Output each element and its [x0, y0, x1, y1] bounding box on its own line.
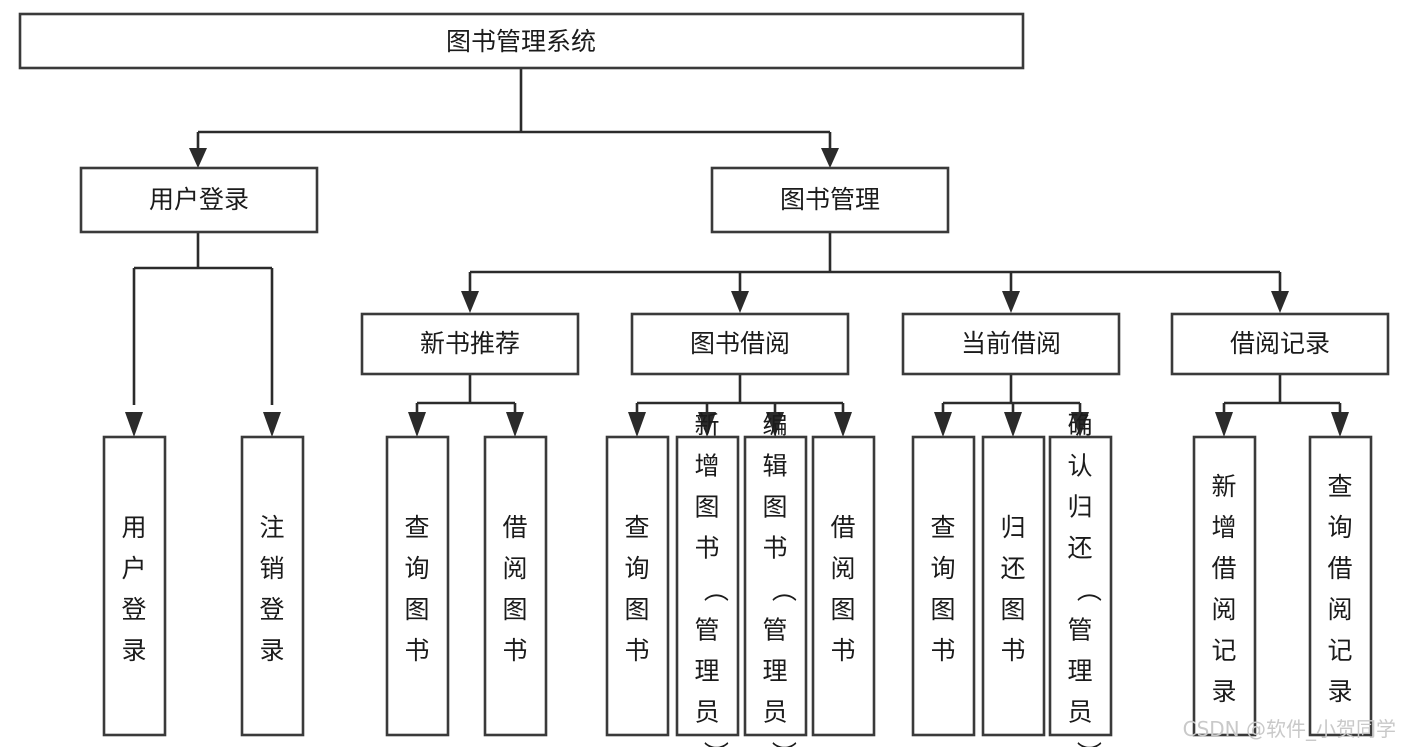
borrow-record-label: 借阅记录 [1230, 329, 1330, 358]
leaf-query-book-b-box[interactable] [605, 435, 670, 737]
leaf-borrow-book-b-box[interactable] [811, 435, 876, 737]
connector-book-management-branch [468, 232, 1282, 295]
leaf-borrow-book-b-label: 借阅图书 [830, 513, 855, 665]
svg-text:（: （ [1074, 577, 1103, 602]
arrow-to-current-borrow [1002, 291, 1020, 313]
arrow-to-query-book-b [628, 412, 646, 437]
leaf-logout[interactable]: 注销登录 [240, 435, 305, 737]
user-login-label: 用户登录 [149, 185, 249, 214]
arrow-to-return-book [1004, 412, 1022, 437]
leaf-borrow-book-a-box[interactable] [483, 435, 548, 737]
leaf-query-book-a[interactable]: 查询图书 [385, 435, 450, 737]
connector-root-trunk [196, 68, 832, 155]
arrow-to-borrow-record [1271, 291, 1289, 313]
svg-text:）: ） [1074, 741, 1103, 747]
leaf-query-book-a-box[interactable] [385, 435, 450, 737]
leaf-query-book-b-label: 查询图书 [624, 513, 649, 665]
arrow-to-confirm-return [1071, 412, 1089, 437]
new-book-recommend-label: 新书推荐 [420, 329, 520, 358]
arrow-to-add-book [698, 412, 716, 437]
leaf-query-book-c[interactable]: 查询图书 [911, 435, 976, 737]
svg-text:）: ） [701, 741, 730, 747]
arrow-to-query-book-c [934, 412, 952, 437]
connector-current-borrow-branch [941, 374, 1082, 412]
leaf-confirm-return-box[interactable] [1048, 435, 1113, 737]
node-book-borrow[interactable]: 图书借阅 [630, 312, 850, 376]
leaf-logout-box[interactable] [240, 435, 305, 737]
svg-text:（: （ [701, 577, 730, 602]
connector-borrow-record-branch [1222, 374, 1342, 412]
book-borrow-label: 图书借阅 [690, 329, 790, 358]
leaf-logout-label: 注销登录 [259, 513, 284, 665]
svg-text:（: （ [769, 577, 798, 602]
node-book-management[interactable]: 图书管理 [710, 166, 950, 234]
leaf-edit-book[interactable]: 编辑图书管理员 （ ） [743, 410, 808, 747]
borrow-record-box[interactable] [1170, 312, 1390, 376]
leaf-add-book-box[interactable] [675, 435, 740, 737]
arrow-to-add-borrow-record [1215, 412, 1233, 437]
root-box[interactable] [18, 12, 1025, 70]
connector-book-borrow-branch [635, 374, 845, 412]
leaf-borrow-book-b[interactable]: 借阅图书 [811, 435, 876, 737]
leaf-borrow-book-a[interactable]: 借阅图书 [483, 435, 548, 737]
arrow-to-book-management [821, 148, 839, 168]
root-label: 图书管理系统 [446, 27, 596, 56]
leaf-add-book-label: 新增图书管理员 [694, 410, 719, 726]
arrow-to-borrow-book-b [834, 412, 852, 437]
leaf-query-borrow-record-box[interactable] [1308, 435, 1373, 737]
arrow-to-borrow-book-a [506, 412, 524, 437]
connector-user-login-branch [132, 232, 274, 405]
arrow-to-query-borrow-record [1331, 412, 1349, 437]
csdn-watermark: CSDN @软件_小贺同学 [1183, 717, 1396, 741]
book-management-box[interactable] [710, 166, 950, 234]
arrow-to-query-book-a [408, 412, 426, 437]
connector-new-book-recommend-branch [415, 374, 517, 412]
leaf-confirm-return-label: 确认归还管理员 [1067, 410, 1092, 726]
leaf-query-borrow-record-label: 查询借阅记录 [1327, 472, 1352, 706]
node-root[interactable]: 图书管理系统 [18, 12, 1025, 70]
arrow-to-new-book-recommend [461, 291, 479, 313]
node-user-login[interactable]: 用户登录 [79, 166, 319, 234]
leaf-return-book-label: 归还图书 [1000, 513, 1025, 665]
node-borrow-record[interactable]: 借阅记录 [1170, 312, 1390, 376]
arrow-to-user-login-leaf [125, 412, 143, 437]
leaf-query-borrow-record[interactable]: 查询借阅记录 [1308, 435, 1373, 737]
leaf-add-book[interactable]: 新增图书管理员 （ ） [675, 410, 740, 747]
leaf-query-book-c-label: 查询图书 [930, 513, 955, 665]
user-login-box[interactable] [79, 166, 319, 234]
node-current-borrow[interactable]: 当前借阅 [901, 312, 1121, 376]
leaf-query-book-b[interactable]: 查询图书 [605, 435, 670, 737]
current-borrow-label: 当前借阅 [961, 329, 1061, 358]
connector-layer [125, 68, 1349, 437]
new-book-recommend-box[interactable] [360, 312, 580, 376]
leaf-user-login-box[interactable] [102, 435, 167, 737]
book-borrow-box[interactable] [630, 312, 850, 376]
leaf-add-borrow-record-box[interactable] [1192, 435, 1257, 737]
current-borrow-box[interactable] [901, 312, 1121, 376]
node-new-book-recommend[interactable]: 新书推荐 [360, 312, 580, 376]
leaf-user-login[interactable]: 用户登录 [102, 435, 167, 737]
leaf-edit-book-label: 编辑图书管理员 [762, 410, 787, 726]
leaf-query-book-a-label: 查询图书 [404, 513, 429, 665]
leaf-edit-book-box[interactable] [743, 435, 808, 737]
leaf-add-borrow-record[interactable]: 新增借阅记录 [1192, 435, 1257, 737]
book-management-label: 图书管理 [780, 185, 880, 214]
leaf-confirm-return[interactable]: 确认归还管理员 （ ） [1048, 410, 1113, 747]
leaf-query-book-c-box[interactable] [911, 435, 976, 737]
arrow-to-logout-leaf [263, 412, 281, 437]
leaf-return-book[interactable]: 归还图书 [981, 435, 1046, 737]
arrow-to-user-login [189, 148, 207, 168]
leaf-user-login-label: 用户登录 [121, 513, 146, 665]
leaf-return-book-box[interactable] [981, 435, 1046, 737]
arrow-to-book-borrow [731, 291, 749, 313]
svg-text:）: ） [769, 741, 798, 747]
leaf-borrow-book-a-label: 借阅图书 [502, 513, 527, 665]
leaf-add-borrow-record-label: 新增借阅记录 [1211, 472, 1236, 706]
arrow-to-edit-book [766, 412, 784, 437]
